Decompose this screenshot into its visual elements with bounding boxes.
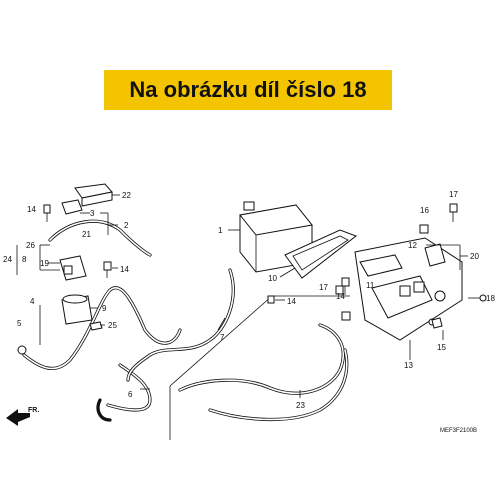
cable-21 (48, 219, 152, 257)
bolt-14c (267, 295, 275, 304)
callout-9: 9 (102, 304, 107, 313)
callout-7: 7 (220, 333, 225, 342)
cable-6 (96, 363, 152, 422)
callout-6: 6 (128, 390, 133, 399)
relay-22 (74, 183, 113, 207)
callout-21: 21 (82, 230, 91, 239)
battery-band (284, 229, 358, 279)
front-direction-label: FR. (28, 407, 39, 414)
terminal-5 (17, 345, 27, 355)
nut-16 (341, 224, 429, 321)
callout-14a: 14 (27, 205, 36, 214)
callout-4: 4 (30, 297, 35, 306)
cable-4 (22, 286, 182, 371)
callout-20: 20 (470, 252, 479, 261)
callout-1: 1 (218, 226, 223, 235)
starter-relay-9 (61, 294, 93, 325)
callout-25: 25 (108, 321, 117, 330)
callout-18: 18 (486, 294, 495, 303)
bolt-14d (341, 277, 350, 295)
callout-16: 16 (420, 206, 429, 215)
callout-2: 2 (124, 221, 129, 230)
callout-22: 22 (122, 191, 131, 200)
callout-3: 3 (90, 209, 95, 218)
callout-24: 24 (3, 255, 12, 264)
clip-25 (89, 321, 103, 331)
callout-12: 12 (408, 241, 417, 250)
bolt-18 (468, 294, 487, 302)
callout-26: 26 (26, 241, 35, 250)
bolt-14b (103, 261, 112, 278)
leader-lines (16, 194, 468, 398)
callout-11: 11 (366, 281, 375, 290)
bolt-17a (449, 203, 458, 222)
relay-19 (59, 255, 87, 281)
callout-10: 10 (268, 274, 277, 283)
frame-lines (169, 295, 350, 440)
front-direction-arrow: FR. (6, 407, 39, 426)
bolt-17b (335, 285, 344, 295)
callout-14d: 14 (336, 292, 345, 301)
banner-text: Na obrázku díl číslo 18 (129, 77, 367, 102)
callout-15: 15 (437, 343, 446, 352)
cable-23 (178, 323, 349, 422)
callout-17a: 17 (449, 190, 458, 199)
callout-13: 13 (404, 361, 413, 370)
cable-7 (126, 268, 235, 382)
callout-19: 19 (40, 259, 49, 268)
callout-23: 23 (296, 401, 305, 410)
clip-15 (431, 317, 443, 329)
part-number-banner: Na obrázku díl číslo 18 (104, 70, 392, 110)
bolt-14a (43, 204, 51, 222)
diagram-code: MEF3F2100B (440, 428, 477, 434)
callout-5: 5 (17, 319, 22, 328)
callout-17b: 17 (319, 283, 328, 292)
callout-14c: 14 (287, 297, 296, 306)
callout-8: 8 (22, 255, 27, 264)
fuse-box (354, 237, 463, 341)
callout-14b: 14 (120, 265, 129, 274)
connector-3 (61, 199, 83, 215)
